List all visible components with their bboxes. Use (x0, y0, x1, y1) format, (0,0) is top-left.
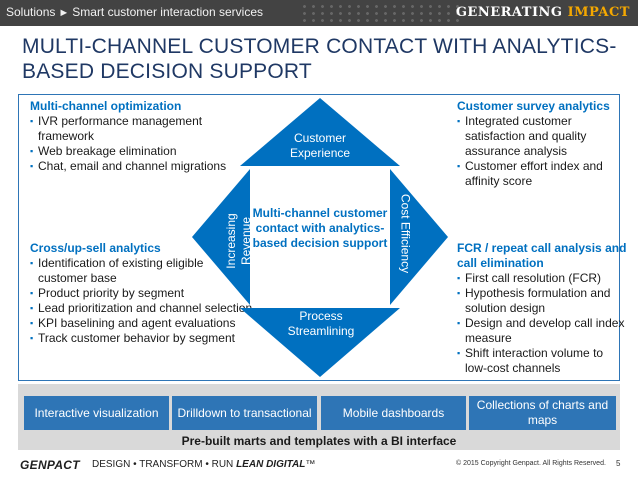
tile-charts-and-maps: Collections of charts and maps (469, 396, 616, 430)
breadcrumb: Solutions►Smart customer interaction ser… (6, 5, 263, 19)
list-item: KPI baselining and agent evaluations (30, 316, 255, 331)
arrow-right (390, 169, 448, 305)
arrow-bottom (240, 308, 400, 377)
bullet-list: First call resolution (FCR) Hypothesis f… (457, 271, 627, 376)
list-item: Lead prioritization and channel selectio… (30, 301, 255, 316)
section-multichannel-optimization: Multi-channel optimization IVR performan… (30, 99, 240, 174)
breadcrumb-current: Smart customer interaction services (72, 5, 263, 19)
main-frame (18, 94, 620, 381)
tile-drilldown-transactional: Drilldown to transactional (172, 396, 317, 430)
list-item: Customer effort index and affinity score (457, 159, 627, 189)
list-item: Shift interaction volume to low-cost cha… (457, 346, 627, 376)
section-fcr-repeat-call-analysis: FCR / repeat call analysis and call elim… (457, 241, 627, 376)
label-process-streamlining: Process Streamlining (287, 309, 355, 338)
title-line-1: MULTI-CHANNEL CUSTOMER CONTACT WITH ANAL… (22, 35, 617, 58)
page-title: MULTI-CHANNEL CUSTOMER CONTACT WITH ANAL… (22, 34, 622, 84)
list-item: Track customer behavior by segment (30, 331, 255, 346)
diamond-background (192, 98, 448, 377)
section-heading: Customer survey analytics (457, 99, 610, 113)
generating-impact-logo: GENERATING IMPACT (456, 5, 630, 20)
list-item: Product priority by segment (30, 286, 255, 301)
trademark-symbol: ™ (305, 459, 316, 470)
section-heading: Multi-channel optimization (30, 99, 182, 113)
diamond-arrows-graphic (192, 98, 448, 377)
list-item: First call resolution (FCR) (457, 271, 627, 286)
bullet-list: Integrated customer satisfaction and qua… (457, 114, 627, 189)
section-customer-survey-analytics: Customer survey analytics Integrated cus… (457, 99, 627, 189)
diagram-center-text: Multi-channel customer contact with anal… (252, 206, 388, 250)
arrow-top (240, 98, 400, 166)
tagline-brand: LEAN DIGITAL (236, 459, 306, 470)
page-number: 5 (616, 459, 621, 468)
list-item: Chat, email and channel migrations (30, 159, 240, 174)
title-line-2: BASED DECISION SUPPORT (22, 60, 312, 83)
copyright-notice: © 2015 Copyright Genpact. All Rights Res… (456, 460, 606, 467)
list-item: Design and develop call index measure (457, 316, 627, 346)
tagline-text: DESIGN • TRANSFORM • RUN (92, 459, 234, 470)
bullet-list: IVR performance management framework Web… (30, 114, 240, 174)
list-item: Hypothesis formulation and solution desi… (457, 286, 627, 316)
footer-tagline: DESIGN • TRANSFORM • RUN LEAN DIGITAL™ (92, 459, 315, 470)
diamond-diagram: Customer Experience Increasing Revenue C… (190, 96, 450, 379)
arrow-left (192, 169, 250, 305)
logo-word-generating: GENERATING (455, 5, 563, 20)
list-item: Web breakage elimination (30, 144, 240, 159)
tile-interactive-visualization: Interactive visualization (24, 396, 169, 430)
section-cross-upsell-analytics: Cross/up-sell analytics Identification o… (30, 241, 255, 346)
section-heading: Cross/up-sell analytics (30, 241, 161, 255)
top-bar: Solutions►Smart customer interaction ser… (0, 0, 638, 26)
bi-interface-caption: Pre-built marts and templates with a BI … (181, 434, 457, 448)
label-customer-experience: Customer Experience (290, 131, 351, 160)
list-item: IVR performance management framework (30, 114, 240, 144)
tile-mobile-dashboards: Mobile dashboards (321, 396, 466, 430)
bullet-list: Identification of existing eligible cust… (30, 256, 255, 346)
list-item: Identification of existing eligible cust… (30, 256, 255, 286)
section-heading: FCR / repeat call analysis and call elim… (457, 241, 627, 270)
logo-word-impact: IMPACT (567, 5, 630, 20)
breadcrumb-root[interactable]: Solutions (6, 5, 56, 19)
label-cost-efficiency: Cost Efficiency (398, 193, 413, 274)
breadcrumb-arrow-icon: ► (58, 7, 70, 19)
dot-pattern-decoration (300, 3, 460, 23)
list-item: Integrated customer satisfaction and qua… (457, 114, 627, 159)
genpact-logo: GENPACT (20, 458, 80, 472)
